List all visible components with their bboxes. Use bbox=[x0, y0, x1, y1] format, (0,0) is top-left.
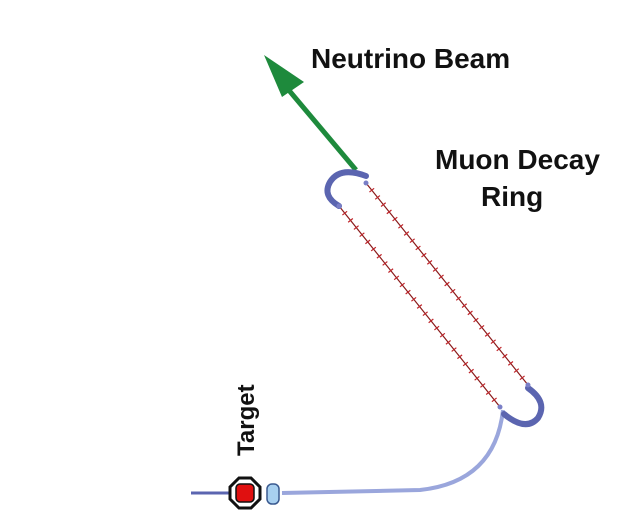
lattice-tick bbox=[462, 361, 469, 367]
target-core bbox=[235, 483, 255, 503]
decay-ring-label-line1: Muon Decay bbox=[435, 144, 600, 175]
lattice-tick bbox=[478, 324, 485, 330]
lattice-tick bbox=[369, 187, 375, 193]
ring-arc-bottom bbox=[501, 385, 545, 427]
lattice-tick bbox=[519, 375, 525, 381]
lattice-tick bbox=[450, 288, 456, 294]
lattice-tick bbox=[388, 268, 394, 273]
lattice-tick bbox=[411, 296, 417, 302]
lattice-tick bbox=[490, 339, 497, 345]
lattice-tick bbox=[445, 340, 451, 345]
lattice-tick bbox=[376, 253, 382, 259]
lattice-tick bbox=[451, 347, 457, 352]
lattice-tick bbox=[380, 202, 387, 207]
neutrino-beam-shaft bbox=[285, 86, 358, 172]
lattice-tick bbox=[426, 260, 433, 265]
lattice-tick bbox=[480, 383, 486, 388]
lattice-tick bbox=[468, 368, 474, 374]
lattice-tick bbox=[438, 274, 444, 280]
lattice-tick bbox=[386, 209, 392, 215]
lattice-tick bbox=[416, 304, 423, 309]
transfer-line bbox=[281, 409, 505, 495]
lattice-tick bbox=[484, 332, 491, 337]
target-collector bbox=[266, 483, 280, 505]
lattice-tick bbox=[422, 311, 428, 317]
ring-node bbox=[363, 180, 369, 186]
target-label: Target bbox=[233, 384, 260, 456]
lattice-tick bbox=[507, 361, 514, 366]
lattice-tick bbox=[439, 332, 446, 338]
lattice-tick bbox=[392, 216, 398, 222]
lattice-tick bbox=[474, 375, 480, 381]
lattice-tick bbox=[347, 218, 354, 223]
lattice-tick bbox=[444, 281, 450, 287]
neutrino-beam-label: Neutrino Beam bbox=[311, 43, 511, 74]
lattice-tick bbox=[342, 210, 348, 216]
lattice-tick bbox=[513, 368, 520, 373]
neutrino-beam-arrowhead bbox=[264, 55, 304, 97]
lattice-tick bbox=[415, 245, 421, 251]
lattice-tick bbox=[428, 318, 434, 324]
lattice-tick bbox=[467, 310, 473, 316]
decay-ring-label-line2: Ring bbox=[481, 181, 544, 212]
ring-node bbox=[525, 382, 531, 388]
lattice-tick bbox=[502, 353, 508, 359]
lattice-tick bbox=[409, 238, 416, 244]
lattice-tick bbox=[399, 282, 405, 288]
lattice-tick bbox=[365, 239, 371, 245]
lattice-tick bbox=[403, 231, 410, 236]
lattice-magnets bbox=[342, 187, 525, 403]
lattice-tick bbox=[485, 390, 492, 395]
lattice-tick bbox=[397, 223, 404, 229]
lattice-tick bbox=[359, 232, 365, 238]
lattice-tick bbox=[434, 325, 440, 331]
lattice-tick bbox=[457, 354, 463, 360]
lattice-tick bbox=[393, 275, 400, 281]
lattice-tick bbox=[382, 261, 388, 266]
lattice-tick bbox=[473, 317, 479, 323]
lattice-tick bbox=[370, 246, 377, 252]
lattice-tick bbox=[461, 303, 468, 308]
ring-node bbox=[497, 404, 503, 410]
lattice-tick bbox=[374, 195, 381, 200]
ring-arc-top bbox=[324, 169, 369, 209]
lattice-tick bbox=[353, 225, 359, 230]
lattice-tick bbox=[405, 289, 411, 295]
lattice-tick bbox=[496, 346, 502, 352]
lattice-tick bbox=[455, 296, 462, 301]
lattice-tick bbox=[421, 252, 427, 258]
lattice-tick bbox=[491, 397, 497, 403]
ring-node bbox=[336, 203, 342, 209]
lattice-tick bbox=[432, 267, 439, 272]
